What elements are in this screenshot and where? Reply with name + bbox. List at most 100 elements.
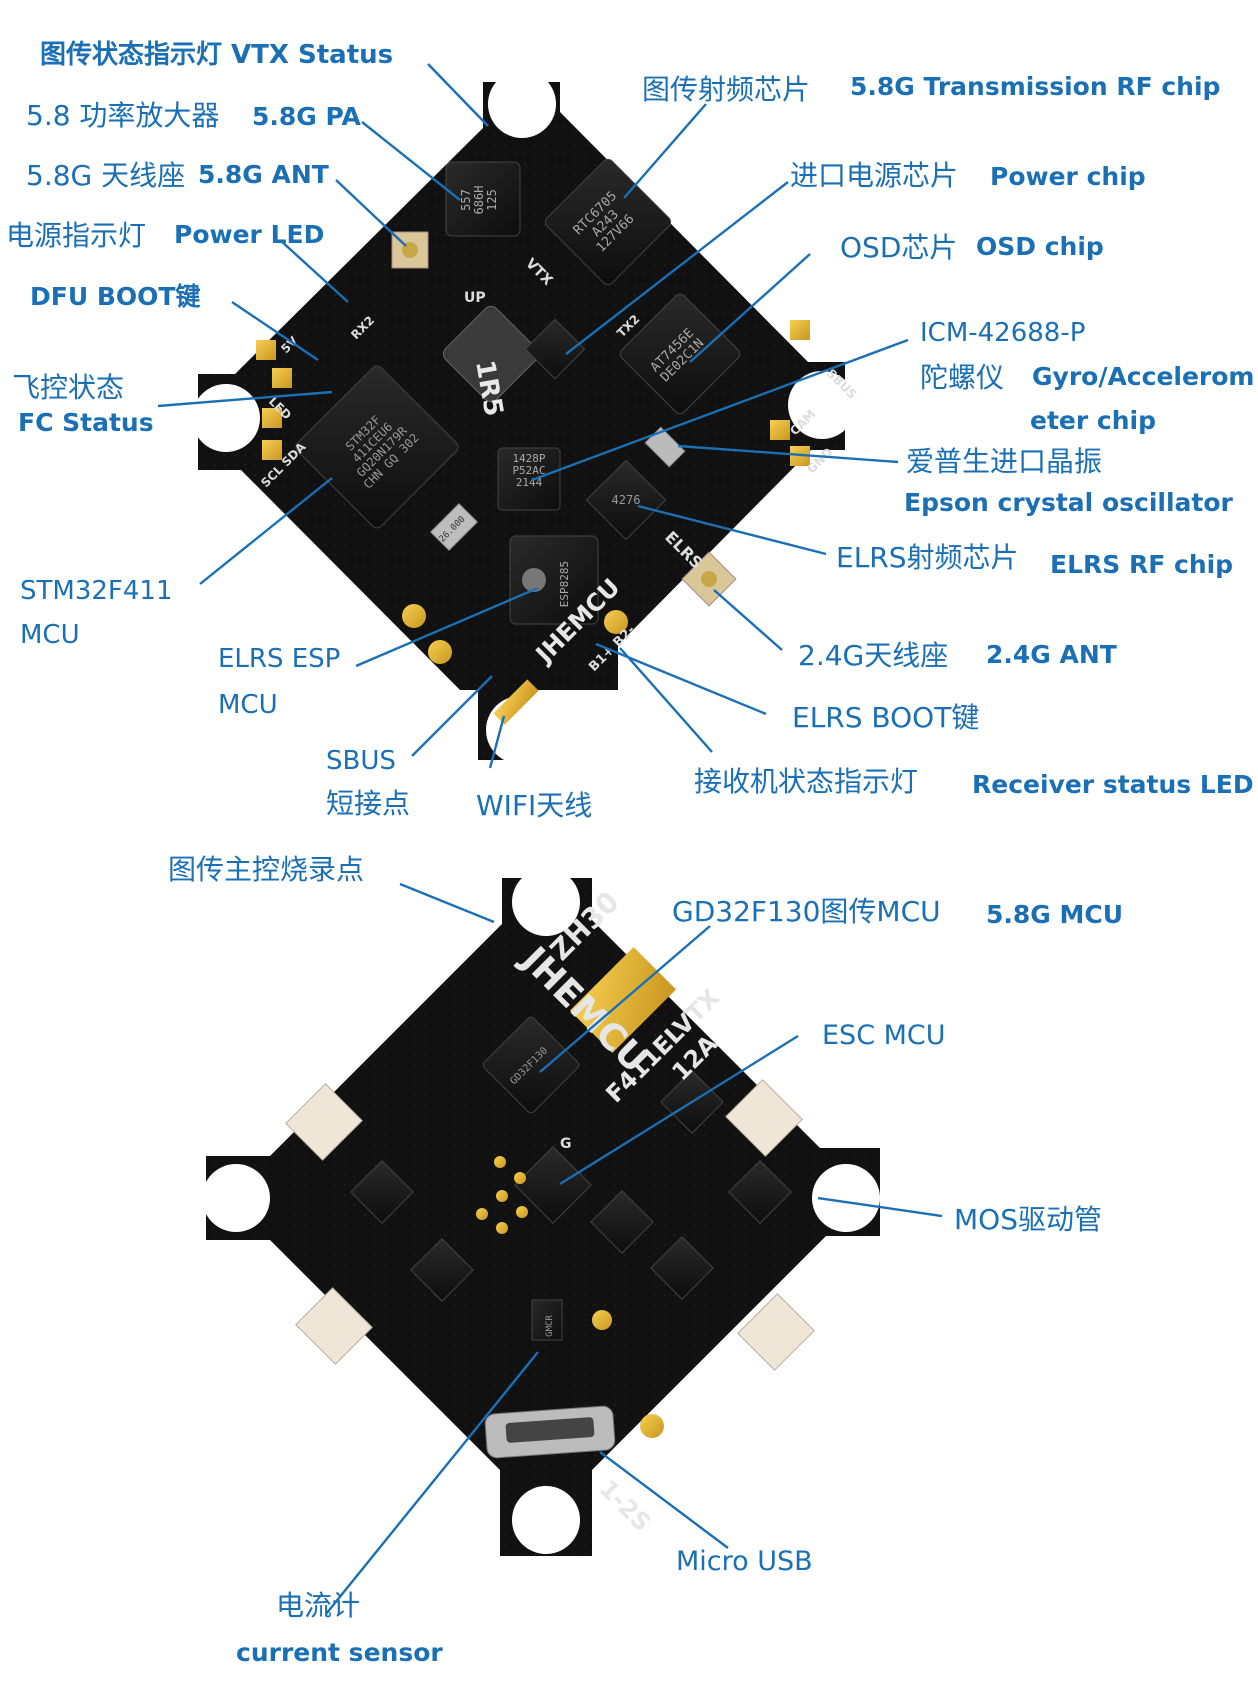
wifi-antenna	[493, 679, 539, 725]
current-sensor	[531, 1299, 563, 1341]
label-micro-usb: Micro USB	[676, 1546, 813, 1577]
ant24-center	[701, 571, 717, 587]
label-elrs-rf-en: ELRS RF chip	[1050, 550, 1234, 579]
label-power-chip-cn: 进口电源芯片	[790, 159, 959, 192]
micro-usb-slot	[505, 1417, 595, 1443]
pad	[640, 1414, 664, 1438]
label-stm-2: MCU	[20, 620, 80, 650]
mosfet	[350, 1160, 414, 1224]
bottom-silk-cells: 1-2S	[594, 1474, 657, 1537]
pad	[604, 610, 628, 634]
top-silk-up: UP	[464, 290, 486, 306]
label-dfu: DFU BOOT键	[30, 282, 201, 311]
mount-hole-top	[488, 70, 556, 138]
label-osd-cn: OSD芯片	[840, 231, 958, 264]
osd-chip	[619, 293, 741, 415]
motor-connector-3	[295, 1287, 373, 1365]
label-rx-led-en: Receiver status LED	[972, 770, 1254, 799]
esp-chip	[509, 535, 599, 625]
label-gyro-cn: 陀螺仪	[920, 361, 1005, 394]
label-rx-led-cn: 接收机状态指示灯	[694, 765, 919, 798]
pad	[494, 1156, 506, 1168]
bottom-board: GD32F130 ZH30 JHEMCU F411ELVTX 12A 1-2S …	[202, 868, 880, 1556]
label-ant58-en: 5.8G ANT	[198, 160, 329, 189]
label-sbus-2: 短接点	[326, 787, 411, 820]
elrs-rf-chip-marking: 4276	[612, 493, 641, 507]
pad	[402, 604, 426, 628]
espressif-logo	[522, 568, 546, 592]
label-gyro-en2: eter chip	[1030, 406, 1156, 435]
label-vtx-rf-en: 5.8G Transmission RF chip	[850, 72, 1221, 101]
label-vtx-burn: 图传主控烧录点	[168, 853, 365, 886]
label-ant58-cn: 5.8G 天线座	[26, 159, 186, 192]
pad	[514, 1172, 526, 1184]
mount-hole-left-b	[202, 1164, 270, 1232]
mosfet	[650, 1236, 714, 1300]
motor-connector-2	[725, 1079, 803, 1157]
pad	[262, 408, 282, 428]
label-wifi: WIFI天线	[476, 789, 593, 822]
elrs-rf-chip	[585, 459, 667, 541]
mosfet	[590, 1190, 654, 1254]
esp-crystal	[429, 502, 479, 552]
label-elrs-rf-cn: ELRS射频芯片	[836, 541, 1019, 574]
motor-connector-4	[737, 1293, 815, 1371]
label-mos: MOS驱动管	[954, 1203, 1102, 1236]
label-ant24-cn: 2.4G天线座	[798, 639, 949, 672]
label-esp-1: ELRS ESP	[218, 644, 341, 674]
leader-lines	[157, 63, 943, 1615]
label-ant24-en: 2.4G ANT	[986, 640, 1117, 669]
label-vtx-rf-cn: 图传射频芯片	[642, 73, 811, 106]
motor-connector-1	[285, 1083, 363, 1161]
label-elrs-boot: ELRS BOOT键	[792, 701, 980, 734]
label-esc-mcu: ESC MCU	[822, 1020, 946, 1051]
label-pa-en: 5.8G PA	[252, 102, 361, 131]
pa-chip	[445, 161, 521, 237]
pa-chip-marking: 557686H125	[459, 186, 499, 215]
label-vtx-mcu-en: 5.8G MCU	[986, 900, 1124, 929]
pad	[592, 1310, 612, 1330]
label-gyro-1: ICM-42688-P	[920, 318, 1086, 348]
label-sbus-1: SBUS	[326, 746, 396, 776]
esp-chip-marking: ESP8285	[558, 561, 571, 607]
label-current-en: current sensor	[236, 1638, 443, 1667]
label-vtx-mcu-cn: GD32F130图传MCU	[672, 895, 941, 928]
mosfet	[728, 1160, 792, 1224]
label-crystal-cn: 爱普生进口晶振	[906, 445, 1103, 478]
inductor	[442, 305, 540, 403]
label-pa-cn: 5.8 功率放大器	[26, 99, 220, 132]
label-power-led-en: Power LED	[174, 220, 325, 249]
label-power-chip-en: Power chip	[990, 162, 1146, 191]
pad	[272, 368, 292, 388]
mount-hole-left	[192, 384, 260, 452]
pad	[496, 1190, 508, 1202]
mosfet	[410, 1238, 474, 1302]
label-fc-status-cn: 飞控状态	[12, 371, 125, 404]
label-osd-en: OSD chip	[976, 232, 1104, 261]
gd32-chip	[482, 1016, 580, 1114]
mount-hole-top-b	[512, 868, 580, 936]
bottom-silk-current: GMCR	[545, 1315, 555, 1337]
label-stm-1: STM32F411	[20, 576, 173, 606]
mount-hole-bottom-b	[512, 1486, 580, 1554]
power-chip	[524, 318, 586, 380]
label-crystal-en: Epson crystal oscillator	[904, 488, 1233, 517]
vtx-rf-chip	[544, 158, 672, 286]
label-esp-2: MCU	[218, 690, 278, 720]
pad	[516, 1206, 528, 1218]
pad	[496, 1222, 508, 1234]
pad	[790, 320, 810, 340]
pad	[428, 640, 452, 664]
bottom-silk-g: G	[560, 1136, 572, 1152]
label-gyro-en1: Gyro/Accelerom	[1032, 362, 1255, 391]
esc-mcu-chip	[514, 1146, 592, 1224]
stm32-chip	[295, 365, 459, 529]
pad	[262, 440, 282, 460]
label-power-led-cn: 电源指示灯	[6, 219, 147, 252]
label-vtx-status: 图传状态指示灯 VTX Status	[40, 40, 394, 70]
gyro-chip	[497, 447, 561, 511]
mount-hole-right-b	[812, 1164, 880, 1232]
mount-hole-right	[788, 371, 856, 439]
